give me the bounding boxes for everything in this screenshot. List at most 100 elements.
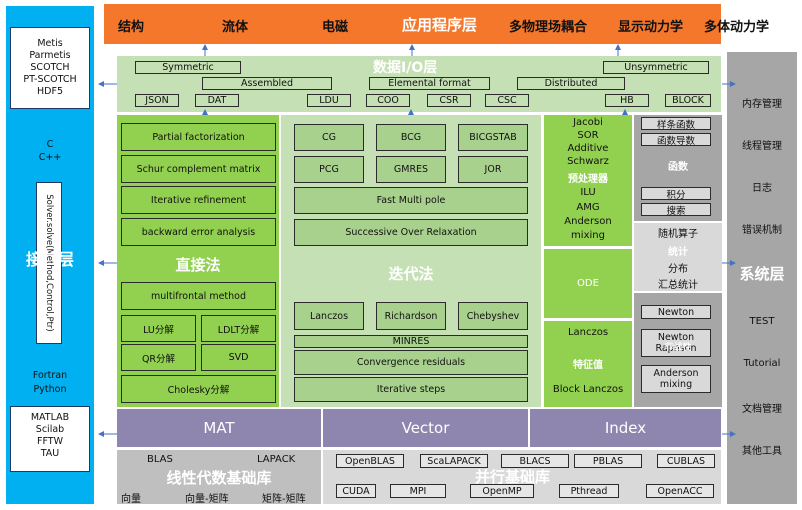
eigenvalue-panel: Lanczos 特征值 Block Lanczos: [544, 321, 632, 407]
direct-multifrontal: multifrontal method: [121, 282, 276, 310]
tool-item: FFTW: [37, 436, 63, 447]
iter-lanczos: Lanczos: [294, 302, 364, 330]
function-title: 函数: [668, 162, 688, 173]
nonlinear-title: 非线性: [664, 343, 692, 353]
iter-bcg: BCG: [376, 124, 446, 151]
precond-item: Schwarz: [567, 156, 609, 167]
stats-summary: 汇总统计: [658, 280, 698, 291]
application-layer-title: 应用程序层: [402, 16, 478, 34]
direct-svd: SVD: [201, 344, 276, 371]
precond-item: Additive: [567, 143, 609, 154]
precond-item: Jacobi: [573, 117, 603, 128]
direct-partial-factorization: Partial factorization: [121, 123, 276, 151]
nl-newton-raphson-line2: Raphson: [655, 343, 697, 354]
func-derivative: 函数导数: [641, 133, 711, 147]
sys-error: 错误机制: [742, 225, 782, 236]
lang-python: Python: [33, 384, 67, 395]
direct-cholesky: Cholesky分解: [121, 375, 276, 403]
app-item: 显示动力学: [618, 20, 684, 35]
sys-memory: 内存管理: [742, 99, 782, 110]
precond-item: ILU: [580, 187, 596, 198]
iterative-method-title: 迭代法: [388, 265, 434, 283]
func-integral: 积分: [641, 187, 711, 201]
app-item: 流体: [222, 20, 249, 35]
io-csc: CSC: [485, 94, 529, 107]
nl-newton-raphson-line1: Newton: [657, 332, 695, 343]
stats-distribution: 分布: [668, 264, 688, 275]
statistics-panel: 随机算子 统计 分布 汇总统计: [634, 223, 722, 291]
lang-c: C: [46, 139, 54, 150]
function-panel: 样条函数 函数导数 函数 积分 搜索: [634, 115, 722, 221]
lin-vector: 向量: [121, 494, 141, 505]
nl-newton: Newton: [641, 305, 711, 319]
sys-tutorial: Tutorial: [743, 358, 781, 369]
io-symmetric: Symmetric: [135, 61, 241, 74]
ode-panel: ODE: [544, 249, 632, 318]
tool-item: MATLAB: [30, 412, 70, 423]
ode-label: ODE: [577, 278, 599, 289]
interface-libs-box: Metis Parmetis SCOTCH PT-SCOTCH HDF5: [10, 27, 90, 109]
direct-ldlt: LDLT分解: [201, 315, 276, 342]
preconditioner-panel: Jacobi SOR Additive Schwarz 预处理器 ILU AMG…: [544, 115, 632, 246]
stats-random: 随机算子: [658, 229, 698, 240]
direct-lu: LU分解: [121, 315, 196, 342]
tool-item: TAU: [40, 448, 60, 459]
vector-block: Vector: [323, 409, 528, 447]
interface-layer-title: 接口层: [25, 250, 74, 269]
application-layer: 结构 流体 电磁 应用程序层 多物理场耦合 显示动力学 多体动力学: [104, 4, 769, 44]
io-hb: HB: [605, 94, 649, 107]
lin-vector-matrix: 向量-矩阵: [185, 494, 229, 505]
sys-thread: 线程管理: [742, 141, 782, 152]
linear-algebra-layer: BLAS LAPACK 线性代数基础库 向量 向量-矩阵 矩阵-矩阵: [117, 450, 321, 505]
precond-item: AMG: [576, 202, 600, 213]
nl-anderson-line2: mixing: [659, 379, 693, 390]
iter-fast-multipole: Fast Multi pole: [294, 187, 528, 214]
preconditioner-title: 预处理器: [568, 174, 608, 185]
iter-convergence-residuals: Convergence residuals: [294, 350, 528, 375]
io-block: BLOCK: [665, 94, 711, 107]
app-item: 电磁: [322, 20, 349, 35]
system-layer-title: 系统层: [739, 265, 785, 283]
par-cuda: CUDA: [336, 484, 376, 498]
solver-call-box: Solver.solve(Method,Control,Ptr): [36, 182, 62, 344]
io-ldu: LDU: [307, 94, 351, 107]
app-item: 结构: [118, 20, 145, 35]
precond-item: Anderson: [564, 216, 612, 227]
iter-jor: JOR: [458, 156, 528, 183]
iterative-method-panel: CG BCG BICGSTAB PCG GMRES JOR Fast Multi…: [281, 115, 541, 407]
lib-item: HDF5: [37, 86, 63, 97]
interface-layer: Metis Parmetis SCOTCH PT-SCOTCH HDF5 C C…: [6, 6, 94, 504]
direct-method-title: 直接法: [175, 256, 221, 274]
precond-item: SOR: [577, 130, 599, 141]
par-mpi: MPI: [390, 484, 446, 498]
par-pthread: Pthread: [559, 484, 619, 498]
iter-chebyshev: Chebyshev: [458, 302, 528, 330]
nl-newton-raphson: Newton Raphson: [641, 329, 711, 357]
iter-richardson: Richardson: [376, 302, 446, 330]
lin-blas: BLAS: [147, 454, 173, 465]
io-json: JSON: [135, 94, 179, 107]
eig-block-lanczos: Block Lanczos: [552, 384, 624, 395]
tool-item: Scilab: [35, 424, 65, 435]
direct-schur-complement: Schur complement matrix: [121, 155, 276, 183]
parallel-title: 并行基础库: [475, 468, 551, 486]
func-spline: 样条函数: [641, 117, 711, 131]
par-cublas: CUBLAS: [657, 454, 715, 468]
par-openacc: OpenACC: [646, 484, 714, 498]
par-blacs: BLACS: [501, 454, 569, 468]
system-layer: 内存管理 线程管理 日志 错误机制 系统层 TEST Tutorial 文档管理…: [727, 52, 797, 504]
iter-gmres: GMRES: [376, 156, 446, 183]
app-item: 多物理场耦合: [509, 20, 588, 35]
app-item: 多体动力学: [704, 20, 770, 35]
iter-steps: Iterative steps: [294, 377, 528, 402]
lib-item: PT-SCOTCH: [23, 74, 77, 85]
lib-item: SCOTCH: [30, 62, 70, 73]
data-io-title: 数据I/O层: [373, 60, 438, 76]
par-openblas: OpenBLAS: [336, 454, 404, 468]
mat-block: MAT: [117, 409, 321, 447]
eigenvalue-title: 特征值: [573, 360, 603, 371]
io-dat: DAT: [195, 94, 239, 107]
lang-cpp: C++: [38, 152, 62, 163]
io-unsymmetric: Unsymmetric: [603, 61, 709, 74]
interface-tools-box: MATLAB Scilab FFTW TAU: [10, 406, 90, 472]
